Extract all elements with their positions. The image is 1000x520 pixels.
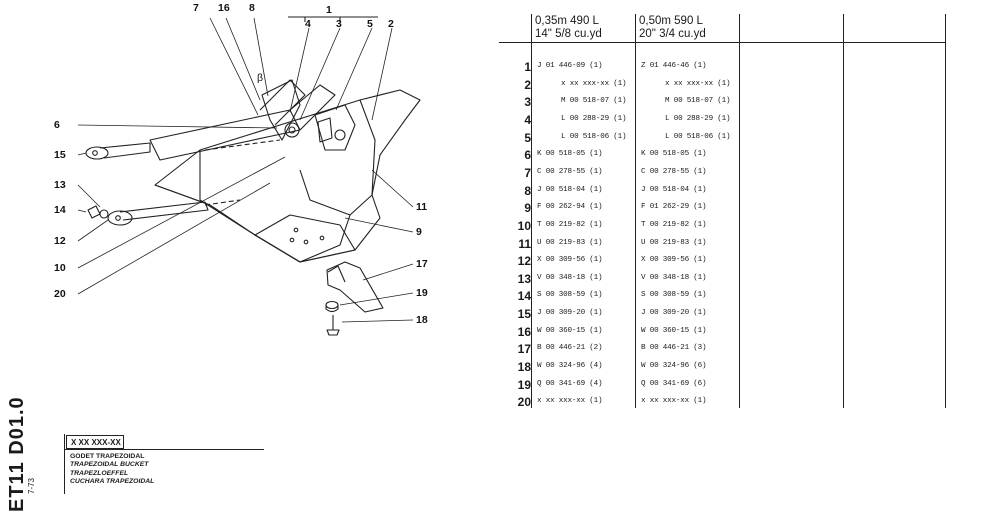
col1-header-line2: 14" 5/8 cu.yd [535, 28, 602, 40]
row-number: 5 [524, 130, 531, 145]
callout-19: 19 [416, 287, 428, 299]
row-number: 7 [524, 165, 531, 180]
part-cell-col1: W 00 360-15 (1) [537, 326, 603, 335]
callout-4: 4 [305, 18, 311, 30]
callout-20: 20 [54, 288, 66, 300]
part-cell-col1: S 00 308-59 (1) [537, 291, 603, 300]
part-cell-col1: J 01 446-09 (1) [537, 62, 603, 70]
row-number: 4 [524, 112, 531, 127]
part-cell-col1: U 00 219-83 (1) [537, 238, 603, 247]
part-cell-col2: M 00 518-07 (1) [665, 97, 731, 106]
row-number: 15 [517, 307, 531, 322]
part-cell-col2: L 00 288-29 (1) [665, 114, 731, 123]
part-code: X XX XXX-XX [66, 435, 124, 449]
sheet-date: 7-73 [27, 477, 36, 494]
title-list: GODET TRAPEZOIDAL TRAPEZOIDAL BUCKET TRA… [70, 453, 154, 487]
part-cell-col1: W 00 324-96 (4) [537, 362, 603, 371]
callout-5: 5 [367, 18, 373, 30]
title-de: TRAPEZLOEFFEL [70, 469, 129, 477]
row-number: 1 [524, 60, 531, 74]
part-cell-col2: C 00 278-55 (1) [641, 167, 707, 176]
row-number: 13 [517, 271, 531, 286]
callout-9: 9 [416, 226, 422, 238]
title-en: TRAPEZOIDAL BUCKET [70, 461, 149, 469]
part-cell-col2: B 00 446-21 (3) [641, 344, 707, 353]
part-cell-col2: L 00 518-06 (1) [665, 132, 731, 141]
part-cell-col2: x xx xxx-xx (1) [665, 79, 731, 88]
parts-table: 0,35m 490 L 14" 5/8 cu.yd 0,50m 590 L 20… [499, 14, 946, 410]
part-cell-col2: W 00 360-15 (1) [641, 326, 707, 335]
part-cell-col2: Q 00 341-69 (6) [641, 379, 707, 388]
callout-beta: β [257, 72, 264, 84]
callout-17: 17 [416, 258, 428, 270]
part-cell-col2: J 00 518-04 (1) [641, 185, 707, 194]
part-cell-col2: F 01 262-29 (1) [641, 203, 707, 212]
row-number: 19 [517, 377, 531, 392]
part-cell-col1: X 00 309-56 (1) [537, 256, 603, 265]
callout-11: 11 [416, 201, 428, 213]
part-cell-col1: J 00 518-04 (1) [537, 185, 603, 194]
row-number: 8 [524, 183, 531, 198]
title-es: CUCHARA TRAPEZOIDAL [70, 478, 155, 486]
part-cell-col2: W 00 324-96 (6) [641, 362, 707, 371]
row-number: 18 [517, 360, 531, 375]
callout-6: 6 [54, 119, 60, 131]
sheet-code-block: ET11 D01.0 7-73 [4, 396, 36, 516]
part-cell-col2: Z 01 446-46 (1) [641, 62, 707, 70]
part-cell-col2: K 00 518-05 (1) [641, 150, 707, 159]
part-cell-col1: J 00 309-20 (1) [537, 309, 603, 318]
col2-header-line2: 20" 3/4 cu.yd [639, 28, 706, 40]
sheet-code: ET11 D01.0 [6, 396, 28, 512]
col2-header-line1: 0,50m 590 L [639, 15, 703, 27]
row-number: 14 [517, 289, 531, 304]
row-number: 17 [517, 342, 531, 357]
title-fr: GODET TRAPEZOIDAL [70, 453, 145, 460]
callout-1: 1 [326, 4, 332, 16]
row-number: 10 [517, 218, 531, 233]
callout-16: 16 [218, 2, 230, 14]
callout-7: 7 [193, 2, 199, 14]
callout-10: 10 [54, 262, 66, 274]
part-cell-col2: U 00 219-83 (1) [641, 238, 707, 247]
row-number: 3 [524, 95, 531, 110]
part-cell-col2: S 00 308-59 (1) [641, 291, 707, 300]
part-cell-col2: T 00 219-82 (1) [641, 220, 707, 229]
callout-12: 12 [54, 235, 66, 247]
row-number: 12 [517, 254, 531, 269]
row-number: 9 [524, 201, 531, 216]
callout-3: 3 [336, 18, 342, 30]
col1-header-line1: 0,35m 490 L [535, 15, 599, 27]
part-cell-col1: M 00 518-07 (1) [561, 97, 627, 106]
part-cell-col1: x xx xxx-xx (1) [561, 79, 627, 88]
part-cell-col2: J 00 309-20 (1) [641, 309, 707, 318]
row-number: 16 [517, 324, 531, 339]
callout-8: 8 [249, 2, 255, 14]
callout-14: 14 [54, 204, 66, 216]
part-cell-col2: x xx xxx-xx (1) [641, 397, 707, 406]
bucket-exploded-drawing [77, 16, 421, 336]
part-cell-col1: V 00 348-18 (1) [537, 273, 603, 282]
part-cell-col1: K 00 518-05 (1) [537, 150, 603, 159]
row-number: 20 [517, 395, 531, 410]
callout-18: 18 [416, 314, 428, 326]
part-cell-col1: C 00 278-55 (1) [537, 167, 603, 176]
part-cell-col1: Q 00 341-69 (4) [537, 379, 603, 388]
callout-2: 2 [388, 18, 394, 30]
title-box: X XX XXX-XX GODET TRAPEZOIDAL TRAPEZOIDA… [64, 432, 264, 494]
part-cell-col2: X 00 309-56 (1) [641, 256, 707, 265]
part-cell-col1: T 00 219-82 (1) [537, 220, 603, 229]
part-cell-col1: B 00 446-21 (2) [537, 344, 603, 353]
row-number: 6 [524, 148, 531, 163]
part-cell-col1: x xx xxx-xx (1) [537, 397, 603, 406]
callout-13: 13 [54, 179, 66, 191]
row-number: 11 [518, 236, 531, 251]
callout-15: 15 [54, 149, 66, 161]
part-cell-col1: L 00 288-29 (1) [561, 114, 627, 123]
part-cell-col1: L 00 518-06 (1) [561, 132, 627, 141]
part-cell-col1: F 00 262-94 (1) [537, 203, 603, 212]
row-number: 2 [524, 77, 531, 92]
part-cell-col2: V 00 348-18 (1) [641, 273, 707, 282]
